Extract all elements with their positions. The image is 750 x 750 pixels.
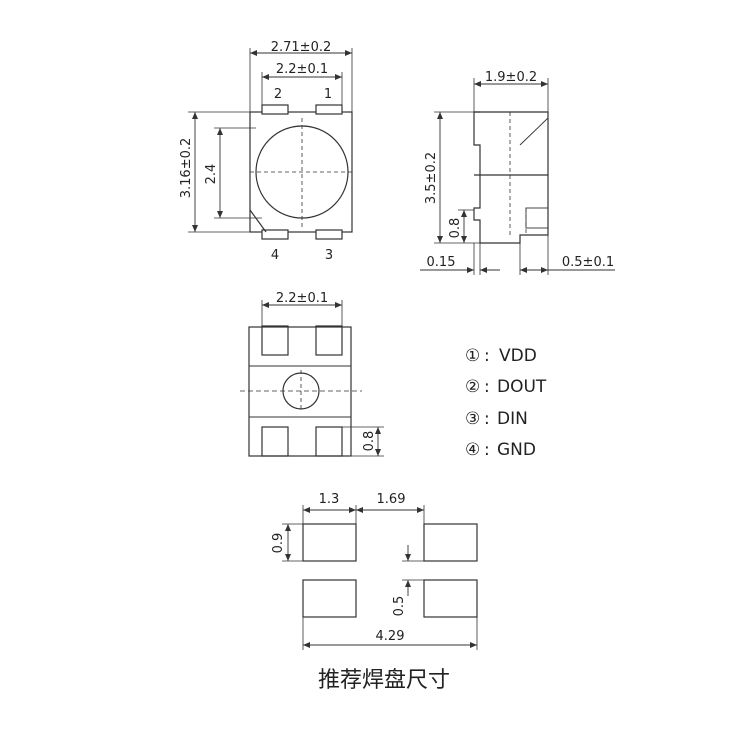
footprint-pad-w-label: 1.3 [319, 492, 340, 507]
pin-label-1: 1 [324, 87, 332, 102]
top-pad-3 [315, 229, 343, 240]
legend-num-2: ② [465, 377, 480, 397]
top-pad-span-label: 2.2±0.1 [276, 62, 328, 77]
svg-text::: : [484, 377, 490, 397]
footprint-gap-label: 1.69 [377, 492, 406, 507]
bottom-pad-height-label: 0.8 [362, 431, 377, 452]
footprint-pad-gap-label: 0.5 [392, 596, 407, 617]
footprint-pad-tl [302, 523, 357, 562]
legend-num-4: ④ [465, 440, 480, 460]
pin-label-2: 2 [274, 87, 282, 102]
svg-text::: : [484, 346, 490, 366]
top-pad-1 [315, 104, 343, 115]
legend-name-vdd: VDD [499, 346, 537, 366]
footprint [282, 505, 478, 650]
top-height-label: 3.16±0.2 [179, 138, 194, 199]
bottom-view [240, 300, 384, 457]
footprint-pad-bl [302, 579, 357, 618]
pin1-chamfer [249, 209, 267, 233]
footprint-caption: 推荐焊盘尺寸 [318, 668, 450, 693]
bottom-body [248, 326, 352, 457]
bottom-pad-br [315, 426, 343, 457]
side-pad-height-label: 0.8 [448, 218, 463, 239]
legend-num-1: ① [465, 346, 480, 366]
legend-num-3: ③ [465, 409, 480, 429]
svg-text::: : [484, 440, 490, 460]
footprint-pad-tr [423, 523, 478, 562]
svg-text::: : [484, 409, 490, 429]
bottom-pad-tr [315, 325, 343, 356]
side-width-label: 1.9±0.2 [485, 70, 537, 85]
side-height-label: 3.5±0.2 [424, 152, 439, 204]
footprint-total-label: 4.29 [376, 629, 405, 644]
top-view [188, 48, 353, 240]
side-pad-len-label: 0.5±0.1 [562, 255, 614, 270]
top-pad-4 [261, 229, 289, 240]
side-offset-label: 0.15 [427, 255, 456, 270]
legend-name-din: DIN [497, 409, 528, 429]
bottom-pad-span-label: 2.2±0.1 [276, 291, 328, 306]
pin-legend: ① : VDD ② : DOUT ③ : DIN ④ : GND [465, 346, 547, 460]
top-width-label: 2.71±0.2 [271, 40, 332, 55]
legend-name-dout: DOUT [497, 377, 547, 397]
footprint-pad-br [423, 579, 478, 618]
bottom-pad-tl [261, 325, 289, 356]
bottom-pad-bl [261, 426, 289, 457]
pin-label-3: 3 [325, 248, 333, 263]
top-pad-2 [261, 104, 289, 115]
side-body [473, 111, 549, 244]
pin-label-4: 4 [271, 248, 279, 263]
legend-name-gnd: GND [497, 440, 536, 460]
footprint-pad-h-label: 0.9 [271, 533, 286, 554]
top-lens-label: 2.4 [204, 164, 219, 185]
side-view [420, 78, 615, 275]
